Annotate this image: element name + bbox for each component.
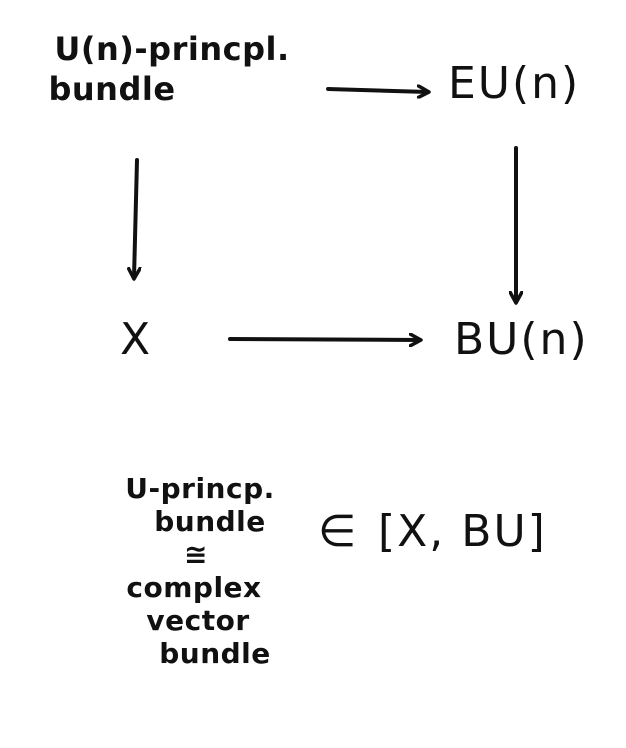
arrow-left bbox=[134, 158, 137, 278]
arrow-top bbox=[326, 89, 428, 92]
top-left-node-line1: U(n)-princpl. bbox=[54, 30, 290, 68]
homotopy-classes: [X, BU] bbox=[378, 506, 547, 557]
note-block: U-princp. bundle ≅ complex vector bundle bbox=[100, 472, 300, 670]
top-left-node: U(n)-princpl. bundle bbox=[22, 30, 322, 108]
note-line4: complex bbox=[126, 571, 262, 604]
note-line3: ≅ bbox=[184, 538, 208, 571]
note-line6: bundle bbox=[159, 637, 271, 670]
bottom-left-node: X bbox=[120, 314, 153, 365]
note-line1: U-princp. bbox=[125, 472, 275, 505]
element-of-symbol: ∈ bbox=[318, 506, 359, 557]
note-line5: vector bbox=[146, 604, 250, 637]
bottom-right-node: BU(n) bbox=[454, 314, 589, 365]
top-left-node-line2: bundle bbox=[48, 70, 176, 108]
arrows-layer bbox=[0, 0, 626, 420]
arrow-bottom bbox=[228, 339, 420, 340]
top-right-node: EU(n) bbox=[448, 58, 581, 109]
note-line2: bundle bbox=[154, 505, 266, 538]
